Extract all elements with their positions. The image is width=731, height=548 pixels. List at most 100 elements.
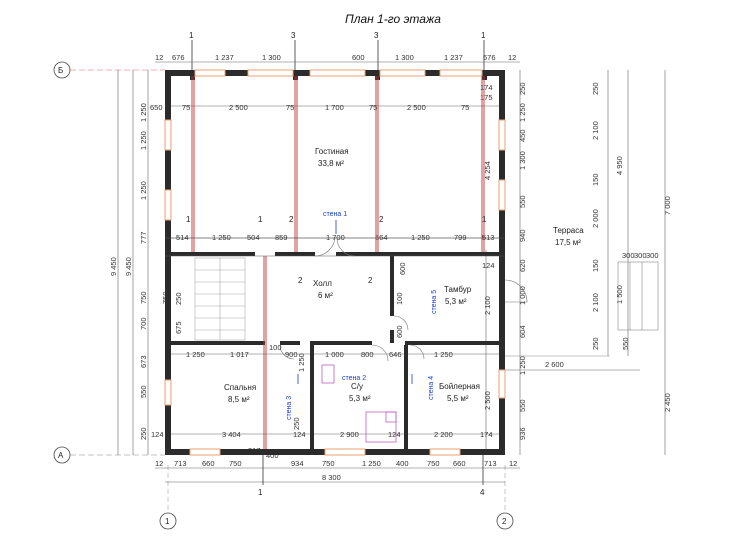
axis-markers: Б А 1 2: [53, 61, 514, 530]
svg-text:1: 1: [258, 488, 263, 497]
svg-text:800: 800: [361, 350, 374, 359]
svg-text:1 000: 1 000: [325, 350, 344, 359]
terrace: [505, 261, 659, 357]
svg-text:660: 660: [202, 459, 215, 468]
axis-b-label: Б: [58, 66, 63, 75]
small-dims: 1 250 100 250 600 100 600 675 250 750 12…: [151, 83, 495, 439]
svg-text:2 100: 2 100: [591, 293, 600, 312]
svg-text:9 450: 9 450: [124, 257, 133, 276]
svg-text:124: 124: [388, 430, 401, 439]
svg-text:1 700: 1 700: [325, 103, 344, 112]
room-living-area: 33,8 м²: [318, 159, 344, 168]
svg-text:1 250: 1 250: [297, 353, 306, 372]
svg-text:2 600: 2 600: [545, 360, 564, 369]
svg-text:174: 174: [480, 83, 493, 92]
svg-text:2 450: 2 450: [663, 393, 672, 412]
room-bedroom-area: 8,5 м²: [228, 395, 250, 404]
svg-text:550: 550: [518, 399, 527, 412]
hall-dims: 1 250 1 017 900 1 000 800 646 1 250: [186, 350, 453, 359]
svg-text:175: 175: [480, 93, 493, 102]
svg-text:400: 400: [396, 459, 409, 468]
axis-a-label: А: [58, 451, 64, 460]
bottom-inner-dims: 3 404 124 2 900 124 2 200 174: [222, 430, 493, 439]
svg-text:250: 250: [591, 82, 600, 95]
svg-text:124: 124: [151, 430, 164, 439]
svg-text:1 250: 1 250: [518, 356, 527, 375]
svg-text:620: 620: [518, 259, 527, 272]
svg-text:75: 75: [461, 103, 469, 112]
svg-text:7 000: 7 000: [663, 196, 672, 215]
wall-labels: стена 1 стена 2 стена 3 стена 4 стена 5: [286, 211, 438, 420]
svg-text:2 500: 2 500: [229, 103, 248, 112]
right-dims: 250 1 250 450 1 300 550 940 620 1 000 60…: [483, 82, 527, 440]
svg-text:12: 12: [155, 53, 163, 62]
svg-text:750: 750: [229, 459, 242, 468]
wall-label-1: стена 1: [323, 211, 347, 218]
room-hall-area: 6 м²: [318, 291, 333, 300]
doors: [279, 235, 528, 362]
svg-text:300: 300: [646, 251, 659, 260]
svg-text:150: 150: [591, 259, 600, 272]
svg-text:750: 750: [161, 291, 170, 304]
room-vestibule-area: 5,3 м²: [445, 297, 467, 306]
room-vestibule-name: Тамбур: [444, 285, 472, 294]
svg-text:1 250: 1 250: [139, 131, 148, 150]
section-marks-top: 1 3 3 1: [189, 31, 486, 72]
svg-text:1 500: 1 500: [615, 285, 624, 304]
room-terrace-name: Терраса: [553, 226, 584, 235]
inner-top-dims: 650 75 2 500 75 1 700 75 2 500 75 175: [150, 93, 493, 112]
bottom-dims: 12 713 660 750 317 400 934 750 1 250 400…: [155, 446, 517, 482]
svg-text:400: 400: [266, 451, 279, 460]
section-lines: [165, 76, 505, 449]
svg-text:250: 250: [518, 82, 527, 95]
room-bathroom-name: С/у: [351, 382, 363, 391]
svg-text:250: 250: [139, 427, 148, 440]
svg-text:604: 604: [518, 325, 527, 338]
top-dims: 12 676 1 237 1 300 600 1 300 1 237 676 1…: [155, 53, 516, 62]
svg-text:940: 940: [518, 229, 527, 242]
mid-dims: 514 1 250 504 859 1 700 564 1 250 799 51…: [176, 233, 495, 242]
svg-text:564: 564: [375, 233, 388, 242]
svg-text:1 300: 1 300: [395, 53, 414, 62]
svg-text:1 250: 1 250: [434, 350, 453, 359]
stairs: [194, 257, 246, 341]
room-bathroom-area: 5,3 м²: [349, 394, 371, 403]
svg-text:600: 600: [352, 53, 365, 62]
svg-text:750: 750: [427, 459, 440, 468]
svg-text:250: 250: [591, 337, 600, 350]
svg-text:1 237: 1 237: [444, 53, 463, 62]
svg-text:1: 1: [258, 215, 263, 224]
left-dims: 1 250 1 250 1 250 777 750 700 673 550 25…: [109, 103, 148, 440]
room-terrace-area: 17,5 м²: [555, 238, 581, 247]
svg-text:250: 250: [174, 292, 183, 305]
svg-text:2 200: 2 200: [434, 430, 453, 439]
svg-text:646: 646: [389, 350, 402, 359]
svg-text:12: 12: [509, 459, 517, 468]
section-marks-interior: 1 1 2 2 1 2 2 1 4: [186, 215, 487, 497]
svg-text:1: 1: [189, 31, 194, 40]
svg-text:1 000: 1 000: [518, 286, 527, 305]
svg-text:777: 777: [139, 231, 148, 244]
svg-text:934: 934: [291, 459, 304, 468]
svg-text:1 250: 1 250: [139, 181, 148, 200]
svg-text:1 250: 1 250: [212, 233, 231, 242]
svg-text:450: 450: [518, 129, 527, 142]
svg-text:4: 4: [480, 488, 485, 497]
axis-2-label: 2: [502, 517, 507, 526]
room-labels: Гостиная 33,8 м² Холл 6 м² Тамбур 5,3 м²…: [224, 147, 584, 404]
svg-text:3: 3: [374, 31, 379, 40]
svg-text:676: 676: [172, 53, 185, 62]
svg-text:673: 673: [139, 355, 148, 368]
svg-text:600: 600: [398, 262, 407, 275]
overall-width: 8 300: [322, 473, 341, 482]
svg-text:75: 75: [182, 103, 190, 112]
svg-text:1 250: 1 250: [411, 233, 430, 242]
svg-text:504: 504: [247, 233, 260, 242]
axis-1-label: 1: [165, 517, 170, 526]
wall-label-5: стена 5: [431, 290, 438, 314]
svg-text:1 700: 1 700: [326, 233, 345, 242]
svg-text:650: 650: [150, 103, 163, 112]
svg-text:2 500: 2 500: [483, 391, 492, 410]
svg-text:750: 750: [139, 291, 148, 304]
